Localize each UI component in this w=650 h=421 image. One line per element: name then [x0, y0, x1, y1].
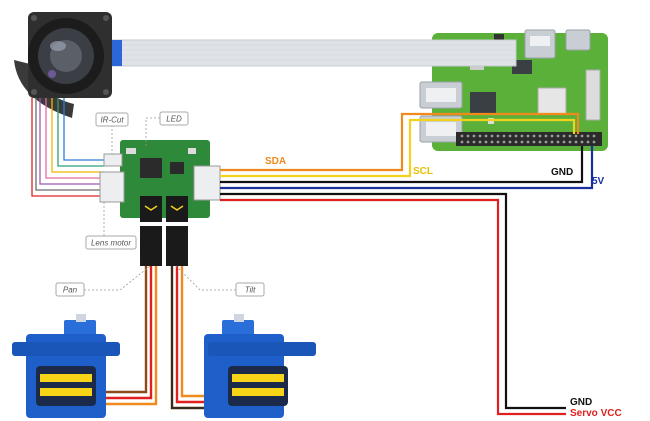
pi-cpu-chip	[470, 92, 496, 114]
pi-sd-slot	[585, 69, 601, 121]
camera-screw	[31, 15, 37, 21]
led-leader	[145, 117, 160, 146]
i2c-power-wires	[220, 112, 594, 416]
controller-component	[126, 148, 136, 154]
pi-usb-inner	[530, 36, 550, 46]
servo-wires	[104, 266, 204, 410]
tilt-servo-label-frame	[228, 366, 288, 406]
camera-wires	[31, 98, 104, 197]
controller-chip-2	[170, 162, 184, 174]
i2c-connector	[193, 165, 221, 201]
pan-wire-orange	[104, 266, 158, 406]
pan-callout-box	[55, 282, 85, 297]
pan-servo-plug	[140, 226, 162, 266]
pi-chip-2	[512, 60, 532, 74]
pi-gpio-pins	[460, 134, 596, 144]
controller-component	[188, 148, 196, 154]
pan-servo-header	[140, 196, 162, 222]
tilt-callout-box	[235, 282, 265, 297]
ribbon-cable-lines	[106, 44, 516, 61]
lens-motor-connector	[99, 171, 125, 203]
pan-servo-label-bar	[40, 374, 92, 382]
pi-gpio-header	[456, 132, 602, 146]
camera-lens-highlight	[50, 41, 66, 51]
tilt-servo-icon	[204, 314, 316, 418]
callout-boxes: IR-Cut LED Lens motor Pan Tilt	[55, 111, 265, 297]
pan-servo-icon	[12, 314, 120, 418]
scl-label: SCL	[413, 166, 433, 177]
ir-cut-callout-box	[95, 112, 129, 127]
servo-vcc-label: Servo VCC	[570, 408, 622, 419]
pan-header-mark	[144, 205, 158, 211]
camera-screw	[103, 89, 109, 95]
camera-controller-board-icon	[99, 140, 221, 266]
gnd-servo-wire	[220, 192, 566, 410]
tilt-wire-orange	[180, 266, 204, 398]
gnd-pi-wire	[220, 146, 584, 184]
camera-lens-icon	[14, 12, 112, 118]
tilt-servo-label-bar	[232, 374, 284, 382]
pi-wifi-module	[537, 87, 567, 115]
tilt-label: Tilt	[245, 286, 256, 295]
ribbon-cable	[105, 39, 517, 67]
pan-leader	[84, 265, 151, 291]
pi-usb-stack-2-inner	[426, 122, 456, 136]
controller-chip	[140, 158, 162, 178]
tilt-servo-horn	[234, 314, 244, 322]
sda-wire	[220, 112, 580, 172]
pan-servo-label-frame	[36, 366, 96, 406]
tilt-servo-header	[166, 196, 188, 222]
servo-vcc-wire	[220, 198, 566, 416]
pi-hdmi-port	[565, 29, 591, 51]
tilt-servo-plug	[166, 226, 188, 266]
pan-wire-red	[104, 266, 153, 400]
camera-screw	[103, 15, 109, 21]
gnd-pi-label: GND	[551, 167, 573, 178]
tilt-header-mark	[170, 205, 184, 211]
led-callout-box	[159, 111, 189, 126]
gnd-servo-label: GND	[570, 397, 592, 408]
tilt-servo-flange	[208, 342, 316, 356]
pan-servo-horn-base	[64, 320, 96, 336]
ir-cut-connector	[103, 153, 123, 167]
lens-motor-callout-box	[85, 235, 137, 250]
pan-label: Pan	[63, 286, 78, 295]
pi-usb-stack-1-inner	[426, 88, 456, 102]
camera-lens-reflection	[48, 70, 56, 78]
led-label: LED	[166, 115, 182, 124]
callout-leaders	[84, 117, 236, 291]
tilt-wire-red	[175, 266, 204, 404]
pan-servo-label-bar	[40, 388, 92, 396]
ir-cut-label: IR-Cut	[100, 116, 124, 125]
tilt-leader	[175, 265, 236, 291]
pan-wire-brown	[104, 266, 148, 394]
scl-wire	[220, 118, 576, 178]
v5-wire	[220, 146, 594, 190]
tilt-servo-horn-base	[222, 320, 254, 336]
pan-servo-horn	[76, 314, 86, 322]
tilt-wire-dark	[170, 266, 204, 410]
pi-switch	[494, 34, 504, 44]
tilt-servo-label-bar	[232, 388, 284, 396]
pan-servo-flange	[12, 342, 120, 356]
lens-motor-label: Lens motor	[91, 239, 131, 248]
sda-label: SDA	[265, 156, 286, 167]
v5-label: 5V	[592, 176, 605, 187]
camera-screw	[31, 89, 37, 95]
